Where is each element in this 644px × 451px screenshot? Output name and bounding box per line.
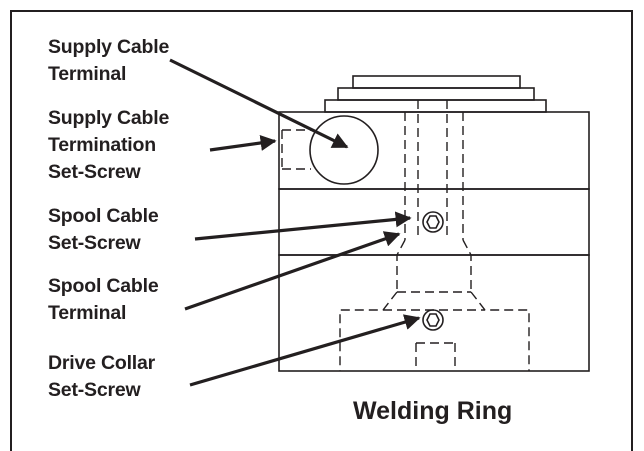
- arrow-spool-cable-set-screw: [194, 211, 412, 241]
- label-drive-collar-set-screw: Drive Collar Set-Screw: [48, 352, 160, 401]
- diagram-caption: Welding Ring: [353, 397, 512, 425]
- label-spool-cable-terminal: Spool Cable Terminal: [48, 275, 164, 324]
- upper-cap: [337, 87, 535, 101]
- diagram-frame: [10, 10, 633, 451]
- welding-ring-drawing: [278, 75, 590, 372]
- top-block: [278, 111, 590, 190]
- arrow-spool-cable-terminal: [184, 231, 401, 311]
- termination-set-screw-bore: [281, 129, 311, 170]
- label-spool-cable-set-screw: Spool Cable Set-Screw: [48, 205, 164, 254]
- drive-collar-set-screw-hex: [422, 309, 444, 331]
- middle-block: [278, 188, 590, 256]
- arrow-supply-cable-terminal: [169, 58, 349, 149]
- arrow-drive-collar-set-screw: [189, 314, 421, 387]
- label-supply-cable-terminal: Supply Cable Terminal: [48, 36, 174, 85]
- top-cap: [352, 75, 521, 89]
- label-supply-cable-termination-set-screw: Supply Cable Termination Set-Screw: [48, 107, 174, 183]
- center-bore: [404, 100, 464, 240]
- spool-cable-set-screw-hex: [422, 211, 444, 233]
- spool-cavity: [396, 239, 472, 293]
- lower-block: [278, 254, 590, 372]
- arrow-termination-set-screw: [209, 135, 277, 152]
- cap-collar: [324, 99, 547, 113]
- supply-cable-terminal-circle: [309, 115, 379, 185]
- lower-shaft: [415, 342, 456, 371]
